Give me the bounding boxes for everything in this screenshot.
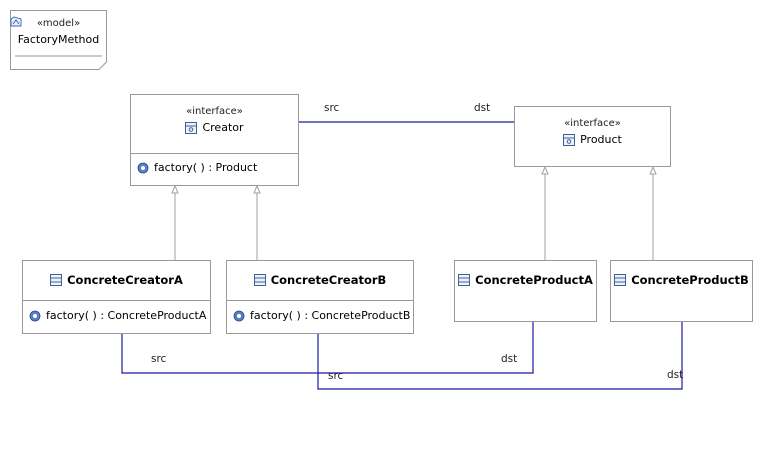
compartment-divider (227, 300, 413, 301)
model-name: FactoryMethod (17, 33, 100, 46)
compartment-divider (23, 300, 210, 301)
note-shape (10, 10, 107, 70)
association-src-label: src (151, 353, 167, 365)
class-icon (50, 274, 63, 286)
operation-gear-icon (233, 310, 245, 321)
association-src-label: src (324, 102, 340, 114)
concrete-creator-a-box[interactable]: ConcreteCreatorA factory( ) : ConcretePr… (22, 260, 211, 334)
class-icon (458, 274, 471, 286)
compartment-divider (131, 153, 298, 154)
operation-gear-icon (137, 162, 149, 173)
concrete-creator-a-operation[interactable]: factory( ) : ConcreteProductA (29, 309, 206, 322)
association-creator-b-product-b (317, 321, 683, 390)
class-icon (614, 274, 627, 286)
concrete-product-a-box[interactable]: ConcreteProductA (454, 260, 597, 322)
creator-stereotype: «interface» (186, 106, 243, 117)
association-creator-a-product-a (121, 321, 534, 374)
generalization-arrowhead (649, 165, 657, 175)
association-dst-label: dst (474, 102, 491, 114)
concrete-product-b-name: ConcreteProductB (631, 273, 749, 287)
generalization-arrowhead (541, 165, 549, 175)
association-src-label: src (328, 370, 344, 382)
creator-operation[interactable]: factory( ) : Product (137, 161, 257, 174)
class-icon (253, 274, 266, 286)
creator-operation-label: factory( ) : Product (154, 161, 258, 174)
operation-gear-icon (29, 310, 41, 321)
concrete-product-b-box[interactable]: ConcreteProductB (610, 260, 753, 322)
concrete-product-a-name: ConcreteProductA (475, 273, 593, 287)
concrete-creator-b-box[interactable]: ConcreteCreatorB factory( ) : ConcretePr… (226, 260, 414, 334)
model-stereotype: «model» (36, 18, 81, 29)
product-stereotype: «interface» (564, 118, 621, 129)
model-icon (10, 16, 22, 27)
concrete-creator-a-name: ConcreteCreatorA (67, 273, 183, 287)
product-interface-box[interactable]: «interface» Product (514, 106, 671, 167)
product-name: Product (580, 133, 622, 146)
concrete-creator-b-operation-label: factory( ) : ConcreteProductB (250, 309, 411, 322)
concrete-creator-b-name: ConcreteCreatorB (270, 273, 387, 287)
creator-interface-box[interactable]: «interface» Creator factory( ) : Product (130, 94, 299, 186)
interface-icon (185, 122, 198, 134)
association-dst-label: dst (501, 353, 518, 365)
concrete-creator-b-operation[interactable]: factory( ) : ConcreteProductB (233, 309, 410, 322)
model-note[interactable]: «model» FactoryMethod (10, 10, 107, 70)
generalization-arrowhead (171, 184, 179, 194)
creator-name: Creator (202, 121, 244, 134)
generalization-arrowhead (253, 184, 261, 194)
concrete-creator-a-operation-label: factory( ) : ConcreteProductA (46, 309, 207, 322)
interface-icon (563, 134, 576, 146)
association-dst-label: dst (667, 369, 684, 381)
